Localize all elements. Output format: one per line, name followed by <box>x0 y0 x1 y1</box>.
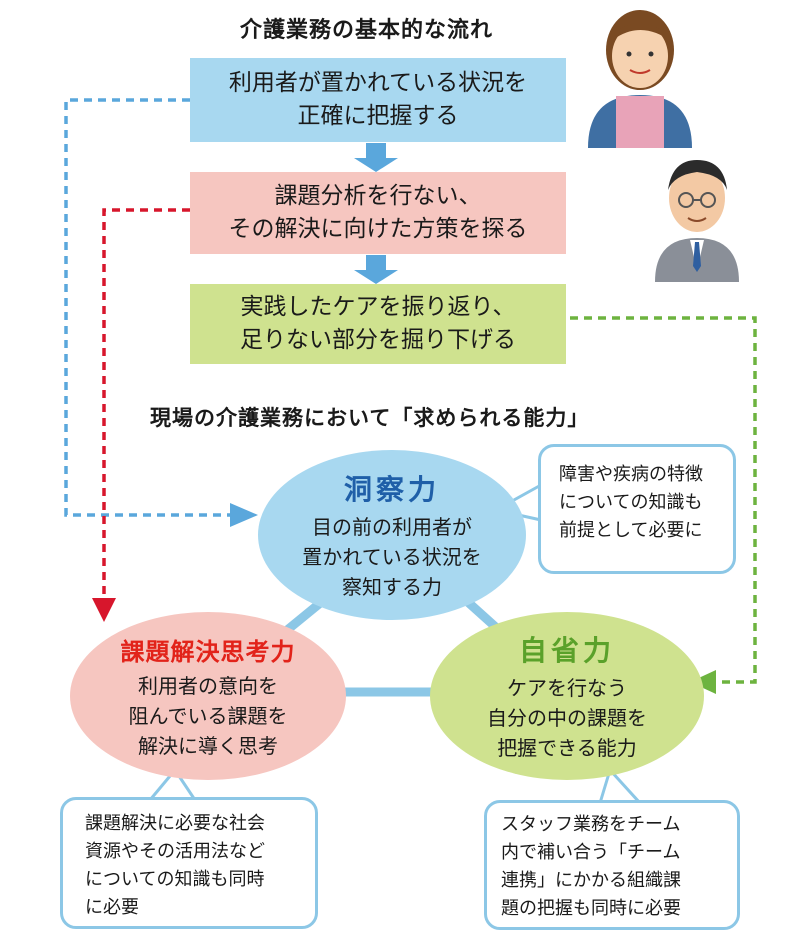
flow-step-1: 利用者が置かれている状況を 正確に把握する <box>190 58 566 142</box>
dashed-arrow-green <box>570 316 757 684</box>
flow-step-2: 課題分析を行ない、 その解決に向けた方策を探る <box>190 172 566 254</box>
note-insight-line-2: についての知識も <box>559 492 703 513</box>
note-insight: 障害や疾病の特徴 についての知識も 前提として必要に <box>538 444 736 574</box>
ability-insight-name: 洞察力 <box>343 473 440 506</box>
note-reflection-line-1: スタッフ業務をチーム <box>501 814 681 835</box>
arrowhead-blue <box>230 503 258 527</box>
flow-step-2-line-2: その解決に向けた方策を探る <box>228 216 528 242</box>
flow-step-3-line-1: 実践したケアを振り返り、 <box>240 294 516 320</box>
note-reflection-line-4: 題の把握も同時に必要 <box>501 898 681 919</box>
note-problem-line-1: 課題解決に必要な社会 <box>85 813 265 834</box>
flow-arrow-1 <box>354 143 398 172</box>
flow-arrow-2 <box>354 255 398 284</box>
ability-problem-solving-line-1: 利用者の意向を <box>138 673 278 698</box>
note-reflection: スタッフ業務をチーム 内で補い合う「チーム 連携」にかかる組織課 題の把握も同時… <box>484 800 740 930</box>
arrowhead-red <box>92 598 116 622</box>
ability-problem-solving-name: 課題解決思考力 <box>120 637 296 666</box>
note-insight-line-3: 前提として必要に <box>559 520 703 541</box>
ability-reflection: 自省力 ケアを行なう 自分の中の課題を 把握できる能力 <box>430 612 704 780</box>
abilities-title: 現場の介護業務において「求められる能力」 <box>150 406 590 430</box>
ability-insight-line-2: 置かれている状況を <box>302 545 482 569</box>
note-reflection-line-2: 内で補い合う「チーム <box>501 842 681 863</box>
ability-reflection-line-1: ケアを行なう <box>507 676 627 700</box>
ability-problem-solving-line-2: 阻んでいる課題を <box>128 703 288 728</box>
dashed-arrow-blue <box>64 98 235 517</box>
note-problem-line-2: 資源やその活用法など <box>85 841 265 862</box>
ability-reflection-line-2: 自分の中の課題を <box>487 706 647 730</box>
ability-problem-solving: 課題解決思考力 利用者の意向を 阻んでいる課題を 解決に導く思考 <box>70 612 346 780</box>
flow-step-3-line-2: 足りない部分を掘り下げる <box>240 327 516 353</box>
flow-title: 介護業務の基本的な流れ <box>240 18 494 43</box>
note-reflection-line-3: 連携」にかかる組織課 <box>501 870 681 891</box>
note-problem-line-4: に必要 <box>85 897 139 918</box>
flow-step-2-line-1: 課題分析を行ない、 <box>274 183 482 209</box>
flow-step-1-line-1: 利用者が置かれている状況を <box>228 70 528 96</box>
flow-step-1-line-2: 正確に把握する <box>297 103 459 129</box>
ability-insight-line-1: 目の前の利用者が <box>312 515 472 539</box>
arrowhead-green <box>690 670 716 694</box>
ability-insight-line-3: 察知する力 <box>342 575 442 599</box>
note-problem-solving: 課題解決に必要な社会 資源やその活用法など についての知識も同時 に必要 <box>60 797 318 929</box>
ability-insight: 洞察力 目の前の利用者が 置かれている状況を 察知する力 <box>258 450 526 620</box>
note-insight-line-1: 障害や疾病の特徴 <box>559 464 703 485</box>
ability-problem-solving-line-3: 解決に導く思考 <box>138 733 278 758</box>
note-problem-line-3: についての知識も同時 <box>85 869 265 890</box>
ability-reflection-name: 自省力 <box>518 634 615 667</box>
flow-step-3: 実践したケアを振り返り、 足りない部分を掘り下げる <box>190 284 566 364</box>
dashed-arrow-red <box>102 208 190 598</box>
ability-reflection-line-3: 把握できる能力 <box>497 736 637 760</box>
